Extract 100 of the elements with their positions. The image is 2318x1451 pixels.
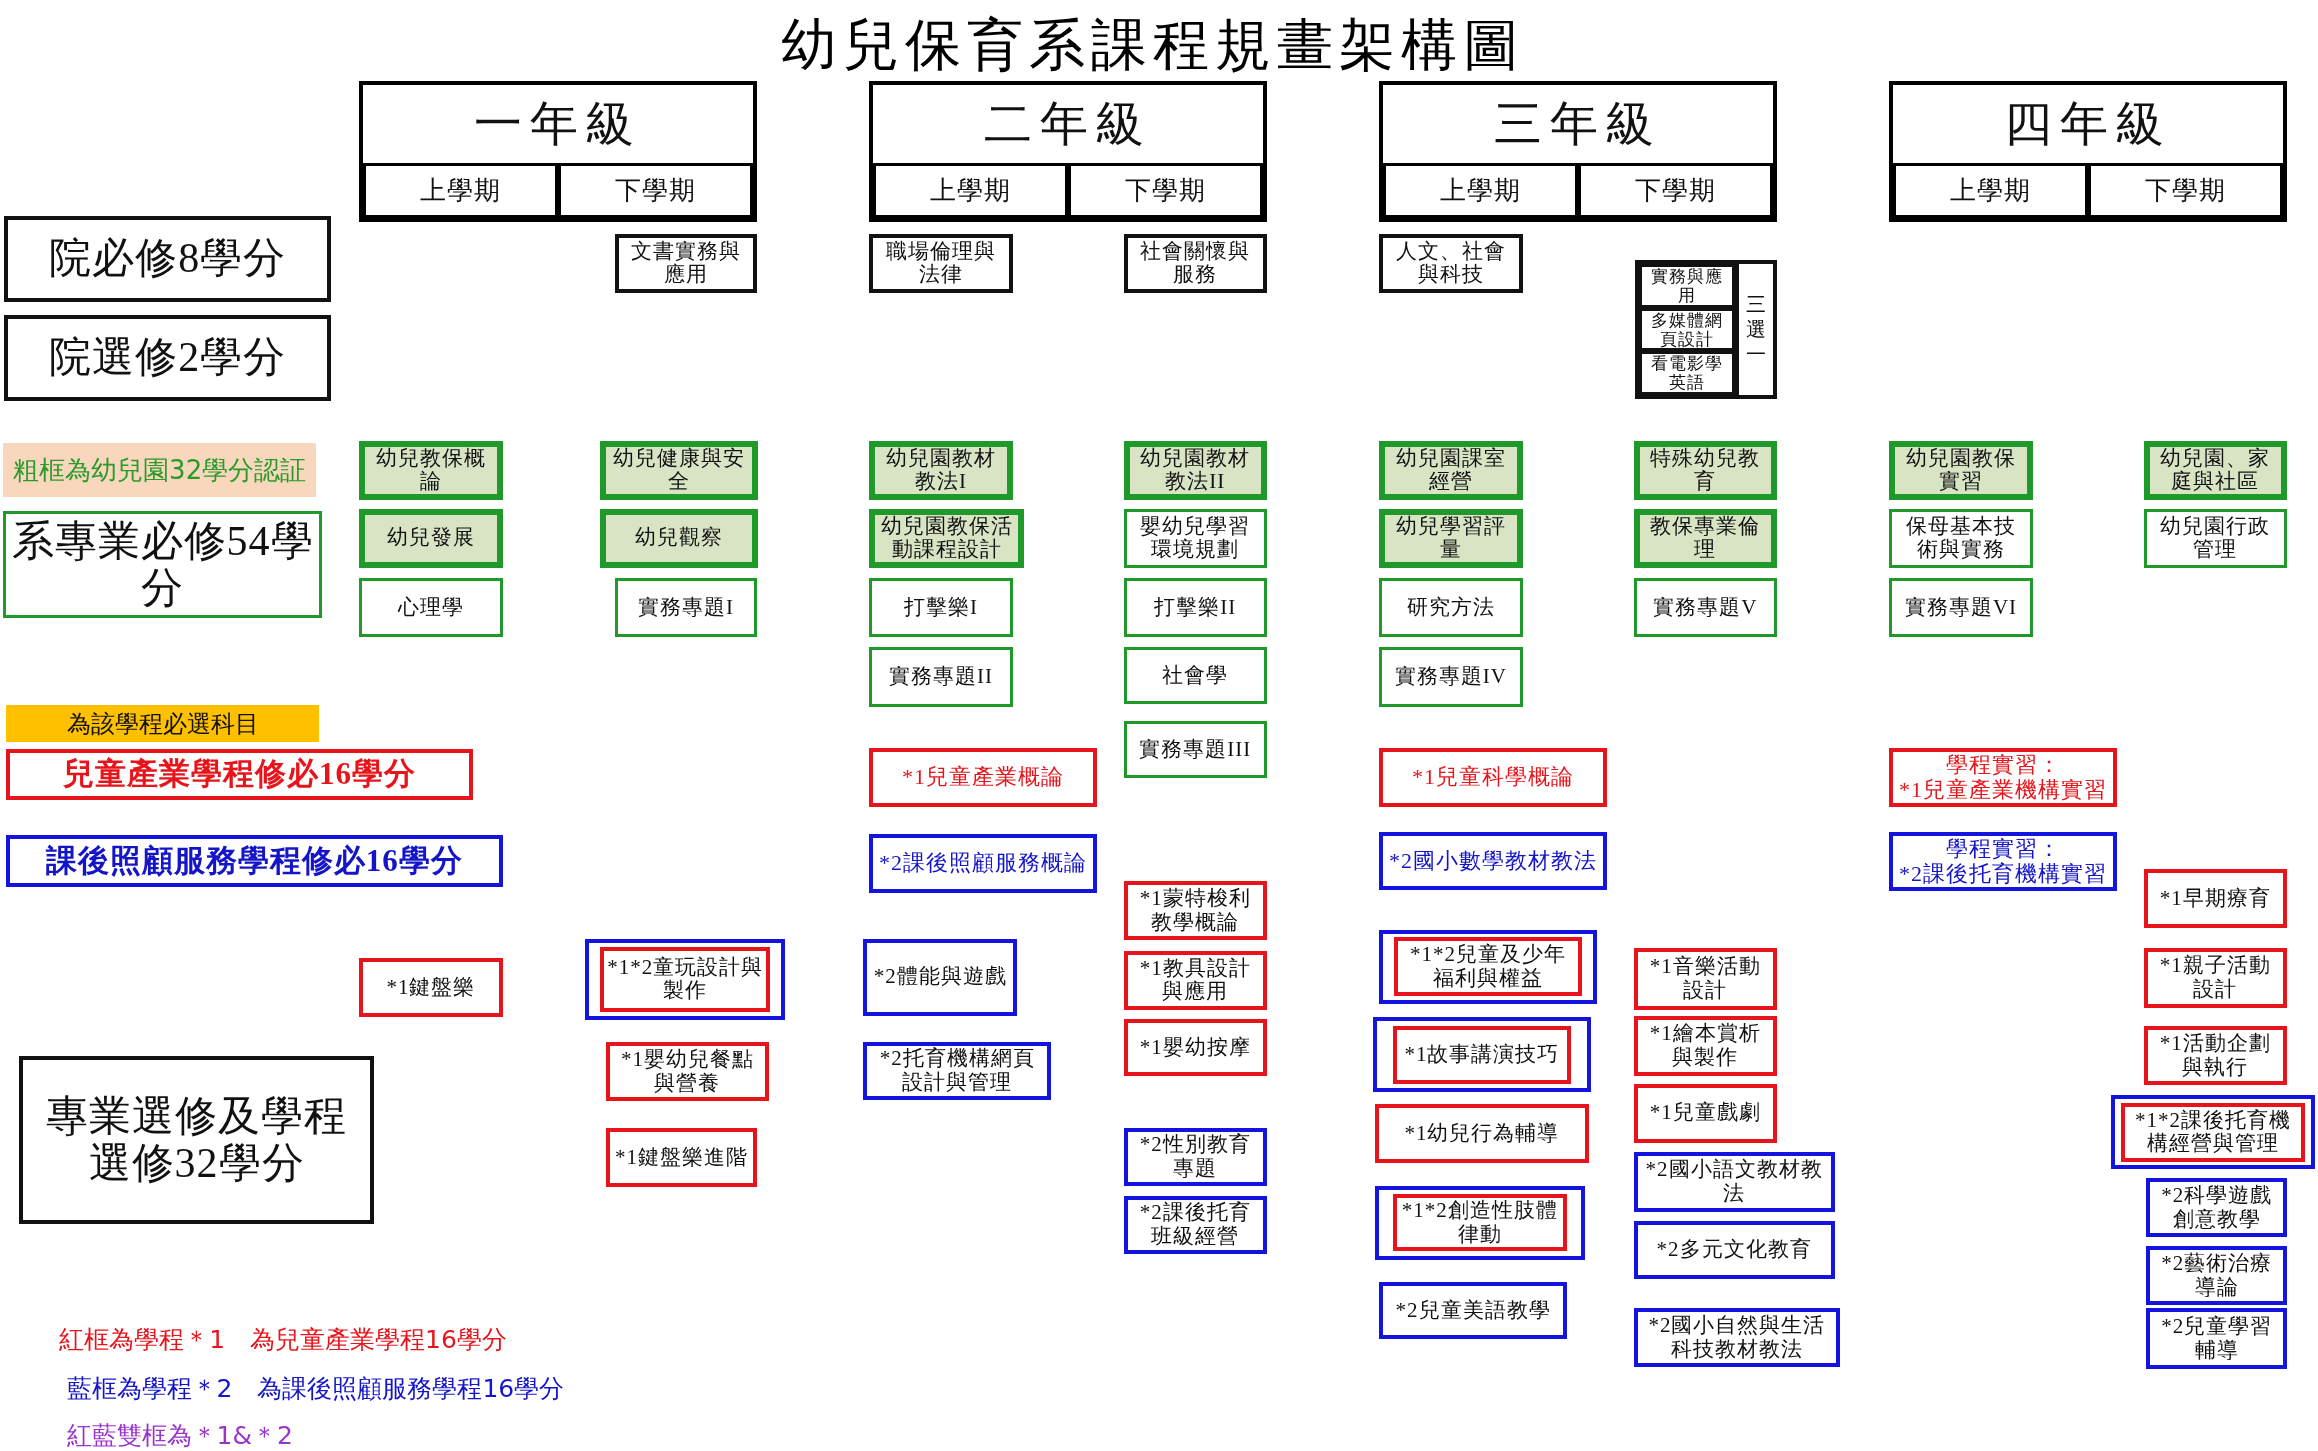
course-box: 實務與應用: [1639, 264, 1735, 308]
program-box: 兒童產業學程修必16學分: [5, 749, 474, 800]
semester-cell: 上學期: [1383, 162, 1579, 218]
semester-cell: 上學期: [873, 162, 1069, 218]
course-box: *2托育機構網頁設計與管理: [863, 1042, 1052, 1100]
course-box: 保母基本技術與實務: [1889, 508, 2033, 568]
course-box: 幼兒園教保實習: [1889, 440, 2033, 500]
semester-cell: 上學期: [1893, 162, 2089, 218]
course-box: *1幼兒行為輔導: [1374, 1104, 1590, 1164]
course-box: 教保專業倫理: [1633, 508, 1777, 568]
course-box: *2課後托育班級經營: [1123, 1195, 1267, 1254]
course-box: 幼兒教保概論: [359, 440, 503, 500]
course-box: 幼兒園、家庭與社區: [2143, 440, 2287, 500]
course-box: *2科學遊戲創意教學: [2146, 1178, 2287, 1238]
course-box: 幼兒園行政管理: [2143, 508, 2287, 568]
course-box: 社會關懷與服務: [1123, 233, 1267, 293]
course-box: 實務專題III: [1123, 721, 1267, 778]
course-box: *2國小語文教材教法: [1633, 1151, 1835, 1213]
course-box: *1繪本賞析與製作: [1633, 1015, 1777, 1077]
course-box: *1鍵盤樂: [359, 957, 503, 1018]
credit-category-box: 系專業必修54學分: [2, 511, 323, 618]
course-box: 幼兒健康與安全: [600, 440, 759, 500]
course-box: *1*2兒童及少年福利與權益: [1394, 937, 1582, 997]
course-heading: 學程實習：: [1945, 837, 2061, 862]
course-box: *1兒童科學概論: [1379, 748, 1607, 808]
course-box: *1活動企劃與執行: [2143, 1025, 2287, 1086]
semester-cell: 下學期: [558, 162, 753, 218]
course-title: *2課後托育機構實習: [1899, 861, 2108, 887]
diagram-title: 幼兒保育系課程規畫架構圖: [780, 13, 1527, 78]
grade-title: 四年級: [2003, 96, 2174, 153]
course-box: 實務專題II: [869, 647, 1013, 707]
semester-cell: 下學期: [1578, 162, 1773, 218]
semester-cell: 下學期: [2088, 162, 2283, 218]
course-box: 幼兒園教材教法I: [869, 440, 1013, 500]
course-box: 實務專題I: [614, 578, 757, 638]
note-text: 粗框為幼兒園32學分認証: [2, 443, 317, 497]
elective-choice-group: [1635, 260, 1777, 400]
course-box: *1嬰幼兒餐點與營養: [606, 1042, 769, 1102]
course-box: *1兒童戲劇: [1633, 1083, 1777, 1143]
course-box: *1親子活動設計: [2143, 947, 2287, 1009]
course-box: [1889, 832, 2117, 892]
double-frame: [2111, 1095, 2315, 1170]
course-box: *1嬰幼按摩: [1123, 1018, 1267, 1077]
course-box: 打擊樂II: [1123, 578, 1267, 638]
program-box: 課後照顧服務學程修必16學分: [5, 835, 503, 887]
course-box: *1*2課後托育機構經營與管理: [2121, 1102, 2305, 1162]
course-box: *1教具設計與應用: [1123, 950, 1267, 1010]
course-box: 看電影學英語: [1639, 351, 1735, 396]
course-box: 職場倫理與法律: [869, 233, 1013, 293]
course-box: 人文、社會與科技: [1379, 233, 1523, 293]
course-box: 社會學: [1123, 647, 1267, 704]
course-title: *1兒童產業機構實習: [1899, 777, 2108, 803]
course-box: *1音樂活動設計: [1633, 947, 1777, 1010]
legend-text: 紅藍雙框為＊1&＊2: [66, 1420, 293, 1451]
course-box: *1早期療育: [2143, 869, 2287, 929]
course-box: [1889, 748, 2117, 808]
course-box: 實務專題VI: [1889, 578, 2033, 638]
semester-cell: 下學期: [1068, 162, 1263, 218]
note-text: 為該學程必選科目: [5, 705, 320, 743]
double-frame: [585, 938, 785, 1020]
grade-title: 三年級: [1493, 96, 1664, 153]
course-box: *1*2創造性肢體律動: [1392, 1194, 1567, 1251]
grade-header: [869, 81, 1267, 222]
course-box: 打擊樂I: [869, 578, 1013, 638]
course-box: 幼兒園教材教法II: [1123, 440, 1267, 500]
course-box: *2課後照顧服務概論: [869, 833, 1097, 893]
course-box: *2兒童學習輔導: [2146, 1308, 2287, 1369]
credit-category-box: 院必修8學分: [4, 215, 332, 302]
course-box: *1故事講演技巧: [1393, 1025, 1571, 1084]
course-box: 心理學: [359, 578, 503, 638]
grade-title: 一年級: [473, 96, 644, 153]
credit-category-box: 專業選修及學程選修32學分: [19, 1055, 374, 1224]
course-box: 幼兒觀察: [600, 508, 759, 568]
course-box: 多媒體網頁設計: [1639, 307, 1735, 352]
course-box: *1蒙特梭利教學概論: [1123, 881, 1267, 941]
course-box: 幼兒學習評量: [1379, 508, 1523, 568]
legend-text: 藍框為學程＊2 為課後照顧服務學程16學分: [66, 1372, 565, 1405]
course-box: *2性別教育專題: [1123, 1127, 1267, 1186]
course-box: 實務專題IV: [1379, 647, 1523, 707]
grade-header: [1379, 81, 1777, 222]
semester-cell: 上學期: [363, 162, 559, 218]
double-frame: [1374, 1185, 1585, 1260]
course-box: *1兒童產業概論: [869, 748, 1097, 808]
course-box: 特殊幼兒教育: [1633, 440, 1777, 500]
choice-note: 三選一: [1734, 264, 1773, 396]
course-box: 實務專題V: [1633, 578, 1777, 638]
credit-category-box: 院選修2學分: [4, 314, 332, 401]
course-box: *2國小自然與生活科技教材教法: [1633, 1308, 1841, 1368]
legend-text: 紅框為學程＊1 為兒童產業學程16學分: [59, 1324, 507, 1357]
double-frame: [1379, 929, 1597, 1004]
course-box: *2藝術治療導論: [2146, 1246, 2287, 1306]
course-box: *2多元文化教育: [1633, 1221, 1835, 1279]
course-box: 嬰幼兒學習環境規劃: [1123, 508, 1267, 568]
course-heading: 學程實習：: [1945, 752, 2061, 778]
course-box: 研究方法: [1379, 578, 1523, 638]
course-box: *1*2童玩設計與製作: [600, 946, 771, 1012]
course-box: 幼兒發展: [359, 508, 503, 568]
course-box: 文書實務與應用: [614, 233, 757, 293]
grade-header: [1889, 81, 2287, 222]
course-box: *2體能與遊戲: [863, 938, 1018, 1016]
